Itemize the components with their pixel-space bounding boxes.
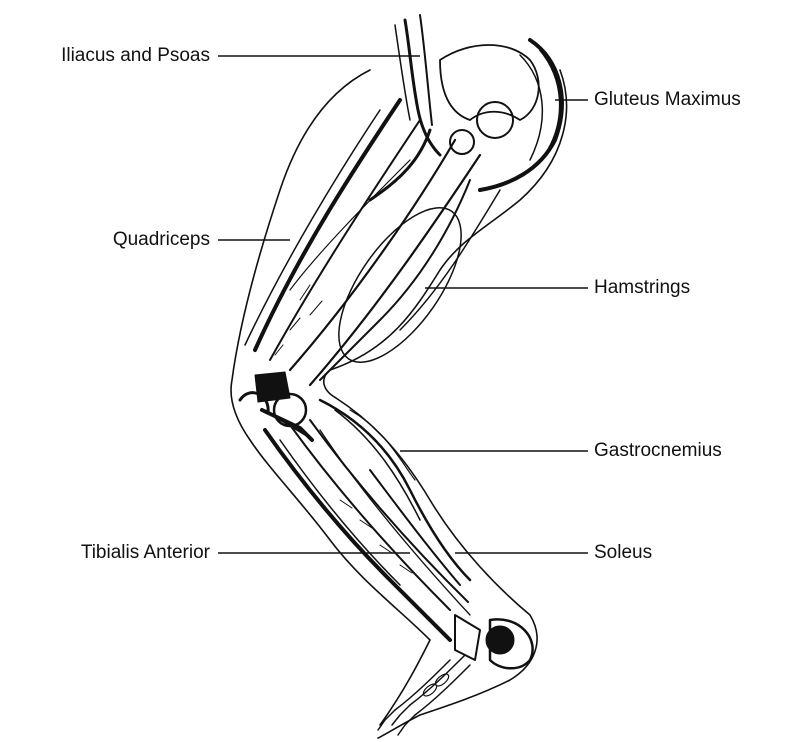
quadriceps-muscle (255, 100, 400, 350)
label-gastrocnemius: Gastrocnemius (594, 440, 722, 462)
label-iliacus-psoas: Iliacus and Psoas (10, 45, 210, 67)
patella (255, 372, 290, 402)
label-quadriceps: Quadriceps (10, 229, 210, 251)
label-gluteus-maximus: Gluteus Maximus (594, 89, 741, 111)
femur-bone (290, 140, 480, 385)
tibialis-anterior-muscle (265, 430, 450, 640)
ankle-bones (455, 615, 480, 660)
hamstrings-muscle (320, 180, 470, 380)
pelvis-bone (440, 45, 539, 120)
label-soleus: Soleus (594, 542, 652, 564)
femur-head (477, 102, 513, 138)
label-hamstrings: Hamstrings (594, 277, 690, 299)
tibia-bone (290, 420, 468, 610)
label-tibialis-anterior: Tibialis Anterior (10, 542, 210, 564)
